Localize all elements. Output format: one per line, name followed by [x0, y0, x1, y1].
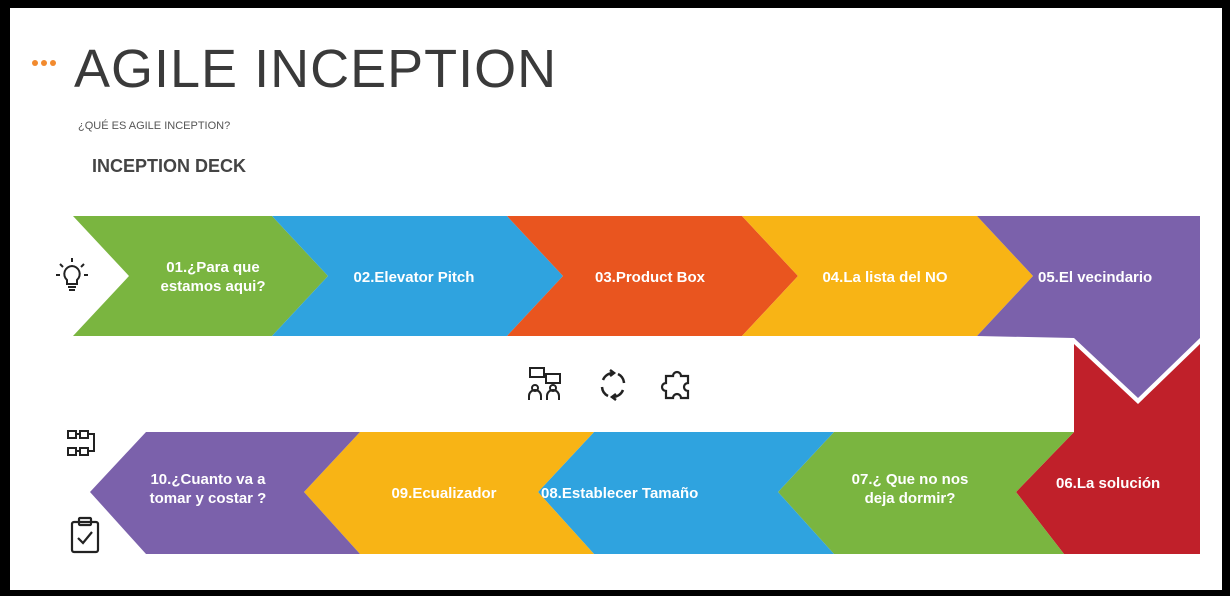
cycle-icon	[600, 369, 626, 401]
lightbulb-icon	[56, 258, 88, 291]
team-icon	[528, 367, 561, 400]
section-heading: INCEPTION DECK	[92, 156, 247, 176]
puzzle-icon	[660, 370, 690, 400]
chevron-06	[1016, 344, 1200, 554]
step-02-label: 02.Elevator Pitch	[353, 269, 475, 286]
chevron-08	[538, 432, 834, 554]
subtitle: ¿QUÉ ES AGILE INCEPTION?	[78, 120, 231, 132]
flowchart-icon	[67, 430, 95, 456]
chevron-05	[977, 216, 1200, 398]
chevron-07	[778, 432, 1074, 554]
step-06-label: 06.La solución	[1056, 475, 1161, 492]
chevron-01	[73, 216, 328, 336]
step-08-label: 08.Establecer Tamaño	[541, 485, 699, 502]
step-03-label: 03.Product Box	[594, 269, 706, 286]
chevron-02	[272, 216, 563, 336]
process-chevrons	[73, 216, 1200, 554]
accent-dots-icon	[32, 60, 56, 66]
step-05-label: 05.El vecindario	[1038, 269, 1153, 286]
chevron-09	[304, 432, 594, 554]
chevron-04	[742, 216, 1033, 336]
chevron-03	[507, 216, 798, 336]
step-04-label: 04.La lista del NO	[822, 269, 948, 286]
slide: AGILE INCEPTION ¿QUÉ ES AGILE INCEPTION?…	[10, 8, 1222, 590]
checklist-icon	[70, 516, 100, 554]
page-title: AGILE INCEPTION	[74, 39, 558, 99]
chevron-10	[90, 432, 360, 554]
step-09-label: 09.Ecualizador	[391, 485, 497, 502]
